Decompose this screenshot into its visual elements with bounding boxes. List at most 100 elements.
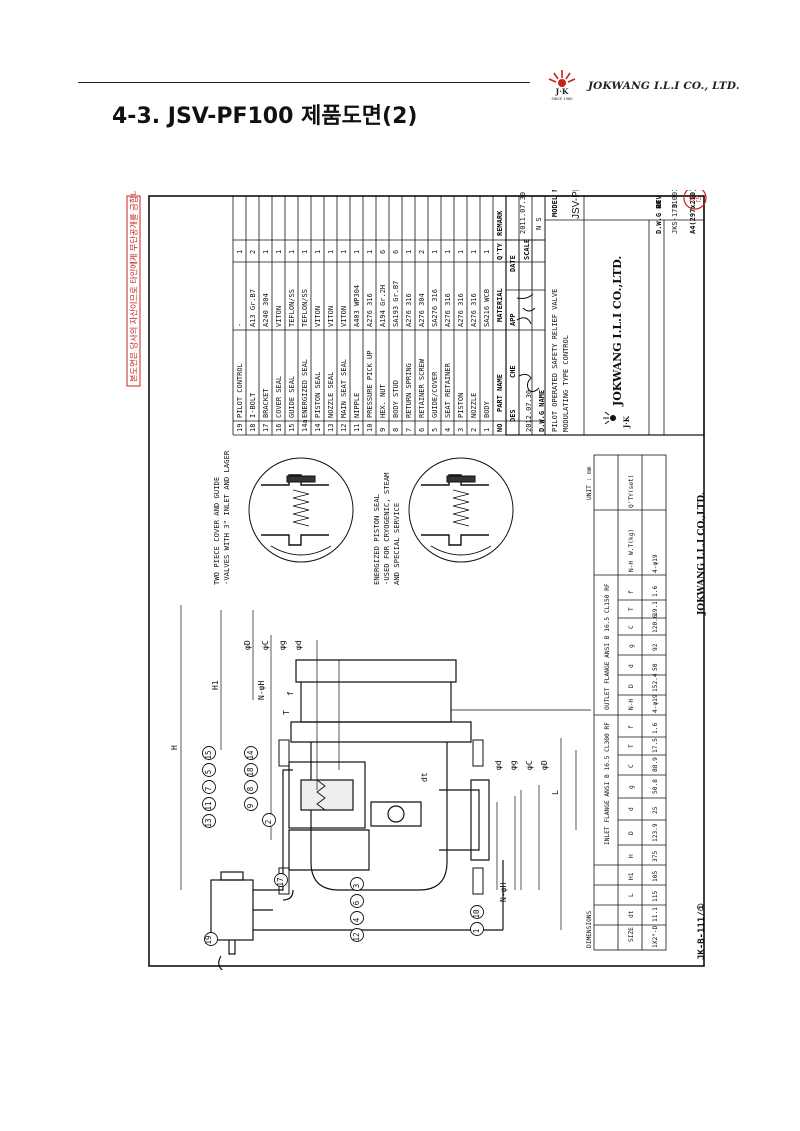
engineering-drawing: 본도면은 당사의 자산이므로 타인에게 무단공개를 금합니다 [121, 190, 721, 970]
svg-text:RETAINER SCREW: RETAINER SCREW [418, 358, 426, 418]
svg-text:3: 3 [457, 428, 465, 432]
svg-text:DATE: DATE [509, 255, 517, 272]
svg-text:VITON: VITON [340, 306, 348, 327]
svg-text:SCALE: SCALE [523, 239, 531, 260]
svg-text:VITON: VITON [327, 306, 335, 327]
svg-text:2012.07.30: 2012.07.30 [525, 390, 533, 432]
svg-text:ENERGIZED PISTON SEAL: ENERGIZED PISTON SEAL [372, 494, 381, 585]
svg-text:SINCE 1980: SINCE 1980 [551, 97, 573, 101]
svg-text:11.1: 11.1 [652, 907, 659, 922]
svg-text:123.9: 123.9 [652, 823, 659, 842]
dimension-labels: H H1 φD φC φg φd N-φH f T L φd φg φC φD … [170, 640, 560, 902]
svg-text:φg: φg [509, 760, 518, 770]
svg-text:1: 1 [288, 250, 296, 254]
svg-text:D.W.G NAME: D.W.G NAME [538, 390, 546, 432]
svg-text:RETURN SPRING: RETURN SPRING [405, 363, 413, 418]
svg-text:1: 1 [444, 250, 452, 254]
svg-text:Q'TY(set): Q'TY(set) [628, 474, 635, 508]
svg-text:N-H: N-H [628, 561, 635, 572]
svg-text:SA216 WCB: SA216 WCB [483, 289, 491, 327]
svg-text:φd: φd [294, 640, 303, 650]
svg-text:-: - [236, 323, 244, 327]
svg-text:φD: φD [243, 640, 252, 650]
svg-text:DES: DES [509, 409, 517, 422]
dimensions-table: DIMENSIONS UNIT : mm INLET FLANGE ANSI B… [586, 454, 667, 951]
svg-text:REMARK: REMARK [496, 210, 504, 236]
signatures [516, 293, 540, 393]
svg-text:H: H [170, 745, 179, 750]
svg-text:1: 1 [353, 250, 361, 254]
svg-text:MAIN SEAT SEAL: MAIN SEAT SEAL [340, 359, 348, 418]
dimension-lines [180, 605, 591, 930]
confidential-stamp: 본도면은 당사의 자산이므로 타인에게 무단공개를 금합니다 [126, 190, 141, 387]
svg-text:PART NAME: PART NAME [496, 374, 504, 412]
svg-text:JSV-PF100: JSV-PF100 [571, 190, 582, 219]
svg-text:g: g [628, 644, 635, 648]
svg-text:88.9: 88.9 [652, 757, 659, 772]
drawing-footer-company: JOKWANG I.L.I CO.,LTD. [697, 492, 707, 616]
svg-text:φC: φC [261, 640, 270, 650]
svg-text:SIZE: SIZE [628, 927, 635, 942]
svg-text:10: 10 [366, 424, 374, 432]
svg-text:2: 2 [249, 250, 257, 254]
svg-text:φD: φD [540, 760, 549, 770]
svg-text:PILOT OPERATED SAFETY RELIEF V: PILOT OPERATED SAFETY RELIEF VALVE [551, 289, 559, 432]
svg-text:SA193 Gr.B7: SA193 Gr.B7 [392, 281, 400, 327]
svg-text:PISTON: PISTON [457, 393, 465, 418]
svg-text:1: 1 [262, 250, 270, 254]
svg-text:NOZZLE: NOZZLE [470, 393, 478, 418]
svg-text:TEFLON/SS: TEFLON/SS [301, 289, 309, 327]
svg-text:A276 316: A276 316 [366, 293, 374, 327]
svg-text:L: L [628, 893, 635, 897]
svg-text:A276 316: A276 316 [457, 293, 465, 327]
svg-text:-USED FOR CRYOGENIC, STEAM: -USED FOR CRYOGENIC, STEAM [382, 472, 391, 585]
svg-text:6: 6 [379, 250, 387, 254]
svg-text:N-H: N-H [628, 699, 635, 710]
svg-text:19: 19 [204, 935, 213, 944]
svg-text:H1: H1 [628, 872, 635, 880]
svg-text:f: f [628, 725, 635, 729]
svg-text:92: 92 [652, 643, 659, 651]
svg-text:MODEL NO: MODEL NO [551, 190, 559, 217]
part-balloons: 19 15 5 7 11 17 14 18 8 9 3 6 4 12 2 13 … [202, 746, 484, 946]
svg-text:Q'TY: Q'TY [496, 242, 504, 260]
svg-text:AND SPECIAL SERVICE: AND SPECIAL SERVICE [392, 503, 401, 585]
svg-text:0: 0 [671, 204, 679, 208]
svg-text:A4(297x210): A4(297x210) [689, 190, 697, 234]
svg-text:APP: APP [509, 313, 517, 326]
svg-text:12: 12 [352, 932, 361, 941]
svg-text:14: 14 [314, 424, 322, 432]
svg-text:HEX. NUT: HEX. NUT [379, 383, 387, 418]
svg-text:N S: N S [535, 217, 543, 230]
svg-text:14: 14 [246, 750, 255, 760]
svg-text:17.5: 17.5 [652, 738, 659, 753]
svg-text:115: 115 [652, 891, 659, 902]
svg-text:1: 1 [472, 929, 481, 934]
svg-text:1: 1 [457, 250, 465, 254]
valve-section-view [210, 659, 504, 970]
svg-text:PISTON SEAL: PISTON SEAL [314, 372, 322, 418]
svg-text:17: 17 [276, 877, 285, 886]
svg-text:1: 1 [327, 250, 335, 254]
svg-text:COVER SEAL: COVER SEAL [275, 376, 283, 418]
svg-text:g: g [628, 785, 635, 789]
svg-text:f: f [628, 590, 635, 594]
svg-text:1: 1 [483, 428, 491, 432]
svg-text:NOZZLE SEAL: NOZZLE SEAL [327, 372, 335, 418]
svg-text:2: 2 [418, 250, 426, 254]
company-logo: J·K SINCE 1980 [540, 68, 584, 102]
svg-text:BODY STUD: BODY STUD [392, 380, 400, 418]
svg-text:9: 9 [379, 428, 387, 432]
svg-text:10: 10 [472, 909, 481, 919]
svg-text:152.4: 152.4 [652, 673, 659, 692]
parts-list: 19 PILOT CONTROL - 1 18 I-BOLT A13 Gr.B7… [232, 196, 546, 436]
svg-text:INLET FLANGE ANSI B 16.5 CL300: INLET FLANGE ANSI B 16.5 CL300 RF [604, 722, 611, 845]
svg-text:f: f [286, 691, 295, 696]
svg-text:N-φH: N-φH [257, 681, 266, 700]
page-title: 4-3. JSV-PF100 제품도면(2) [112, 104, 418, 129]
svg-text:SA276 316: SA276 316 [431, 289, 439, 327]
svg-text:ENERGIZED SEAL: ENERGIZED SEAL [301, 359, 309, 418]
svg-text:CHE: CHE [509, 365, 517, 378]
svg-text:1: 1 [236, 250, 244, 254]
drawing-code: JK-B-111/① [697, 903, 707, 960]
